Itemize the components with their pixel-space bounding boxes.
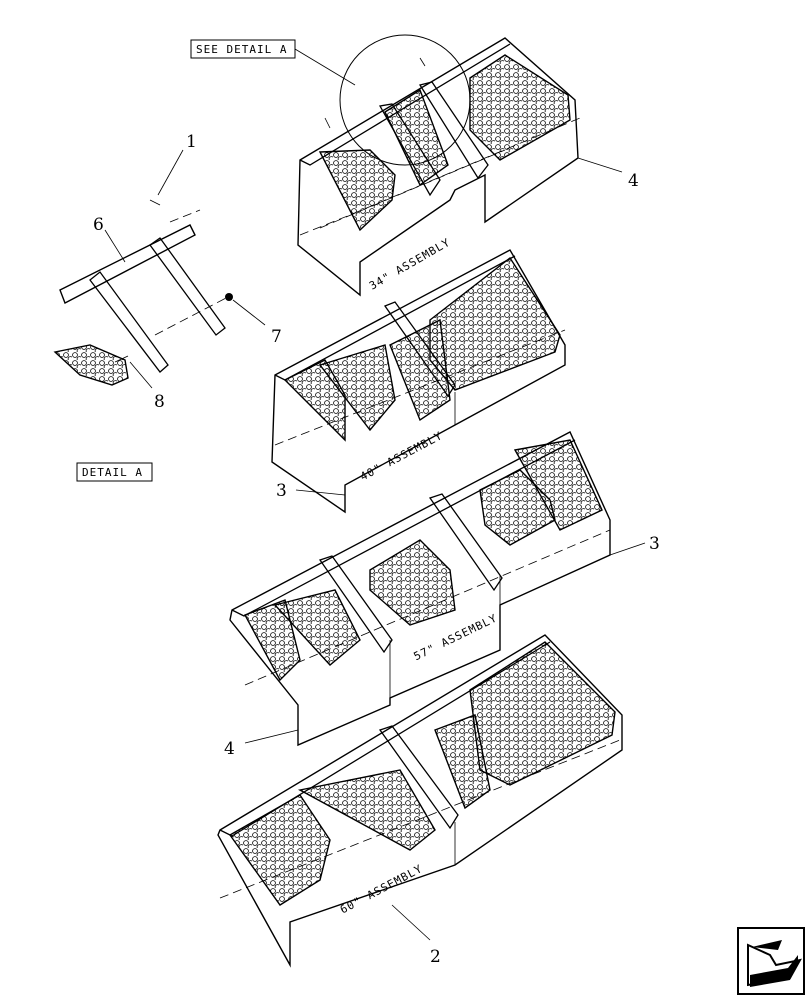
callout-6: 6 [93, 215, 104, 235]
callout-3-right: 3 [649, 534, 660, 554]
see-detail-label: SEE DETAIL A [196, 43, 287, 56]
callout-3-left: 3 [276, 481, 287, 501]
callout-2: 2 [430, 947, 441, 967]
callout-4-top: 4 [628, 171, 639, 191]
assembly-57: 57" ASSEMBLY [229, 431, 611, 747]
assembly-60: 60" ASSEMBLY [217, 634, 623, 968]
detail-a-label: DETAIL A [82, 466, 143, 479]
callout-4-bottom: 4 [224, 739, 235, 759]
next-page-arrow-icon[interactable] [737, 927, 805, 995]
callout-7: 7 [271, 327, 282, 347]
detail-a [53, 149, 266, 389]
callout-1: 1 [186, 132, 197, 152]
callout-8: 8 [154, 392, 165, 412]
